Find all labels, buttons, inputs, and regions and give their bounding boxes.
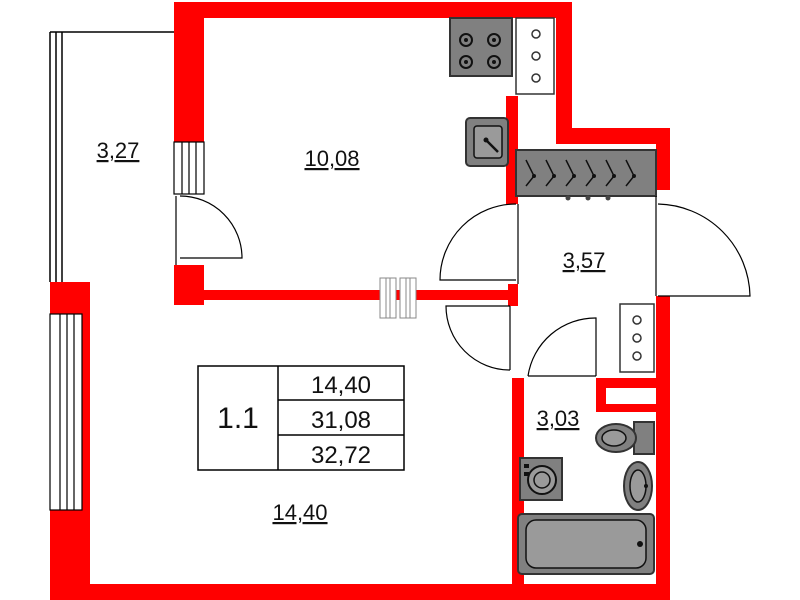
wall-top bbox=[174, 2, 572, 18]
wall-kitchen-step bbox=[556, 128, 670, 144]
bathroom-door bbox=[527, 317, 597, 377]
summary-total-area-with-balcony: 32,72 bbox=[311, 442, 371, 469]
area-summary-table: 1.1 14,40 31,08 32,72 bbox=[197, 365, 405, 471]
partition-glazing bbox=[379, 277, 417, 319]
wall-bath-right-inner bbox=[596, 378, 606, 408]
wall-bath-top-right bbox=[596, 378, 656, 388]
radiator-icon-kitchen bbox=[515, 17, 555, 95]
summary-living-area: 14,40 bbox=[311, 372, 371, 399]
balcony bbox=[49, 31, 174, 282]
wardrobe-hangers-icon bbox=[515, 149, 657, 201]
wall-bottom bbox=[50, 584, 670, 600]
balcony-door-glazing bbox=[173, 141, 205, 195]
living-area-label: 14,40 bbox=[272, 500, 327, 525]
kitchen-door bbox=[439, 203, 519, 284]
wall-bath-top-step bbox=[596, 404, 656, 412]
wall-right bbox=[656, 296, 670, 600]
kitchen-sink-icon bbox=[465, 117, 509, 167]
bathtub-icon bbox=[517, 513, 655, 575]
wall-left-mid bbox=[82, 282, 90, 600]
walls bbox=[50, 2, 670, 600]
apartment-number: 1.1 bbox=[217, 402, 259, 435]
wall-kitchen-left-upper bbox=[174, 2, 204, 142]
balcony-area-label: 3,27 bbox=[97, 138, 140, 163]
washing-machine-icon bbox=[519, 457, 563, 501]
washbasin-icon bbox=[623, 461, 653, 511]
stove-icon bbox=[449, 17, 513, 77]
balcony-door bbox=[175, 195, 243, 265]
toilet-icon bbox=[595, 421, 655, 455]
entry-door bbox=[655, 196, 751, 297]
kitchen-area-label: 10,08 bbox=[304, 146, 359, 171]
hall-area-label: 3,57 bbox=[563, 248, 606, 273]
wall-right-upper bbox=[656, 128, 670, 190]
bathroom-area-label: 3,03 bbox=[537, 406, 580, 431]
summary-total-area: 31,08 bbox=[311, 407, 371, 434]
wall-partition bbox=[174, 290, 518, 300]
wall-left-upper bbox=[50, 282, 88, 314]
wall-hall-jamb bbox=[508, 284, 518, 306]
living-door bbox=[445, 305, 511, 371]
wall-left-lower bbox=[50, 510, 88, 600]
wall-kitchen-right-top bbox=[556, 2, 572, 130]
living-window bbox=[49, 313, 83, 511]
radiator-icon-hall bbox=[619, 303, 655, 373]
